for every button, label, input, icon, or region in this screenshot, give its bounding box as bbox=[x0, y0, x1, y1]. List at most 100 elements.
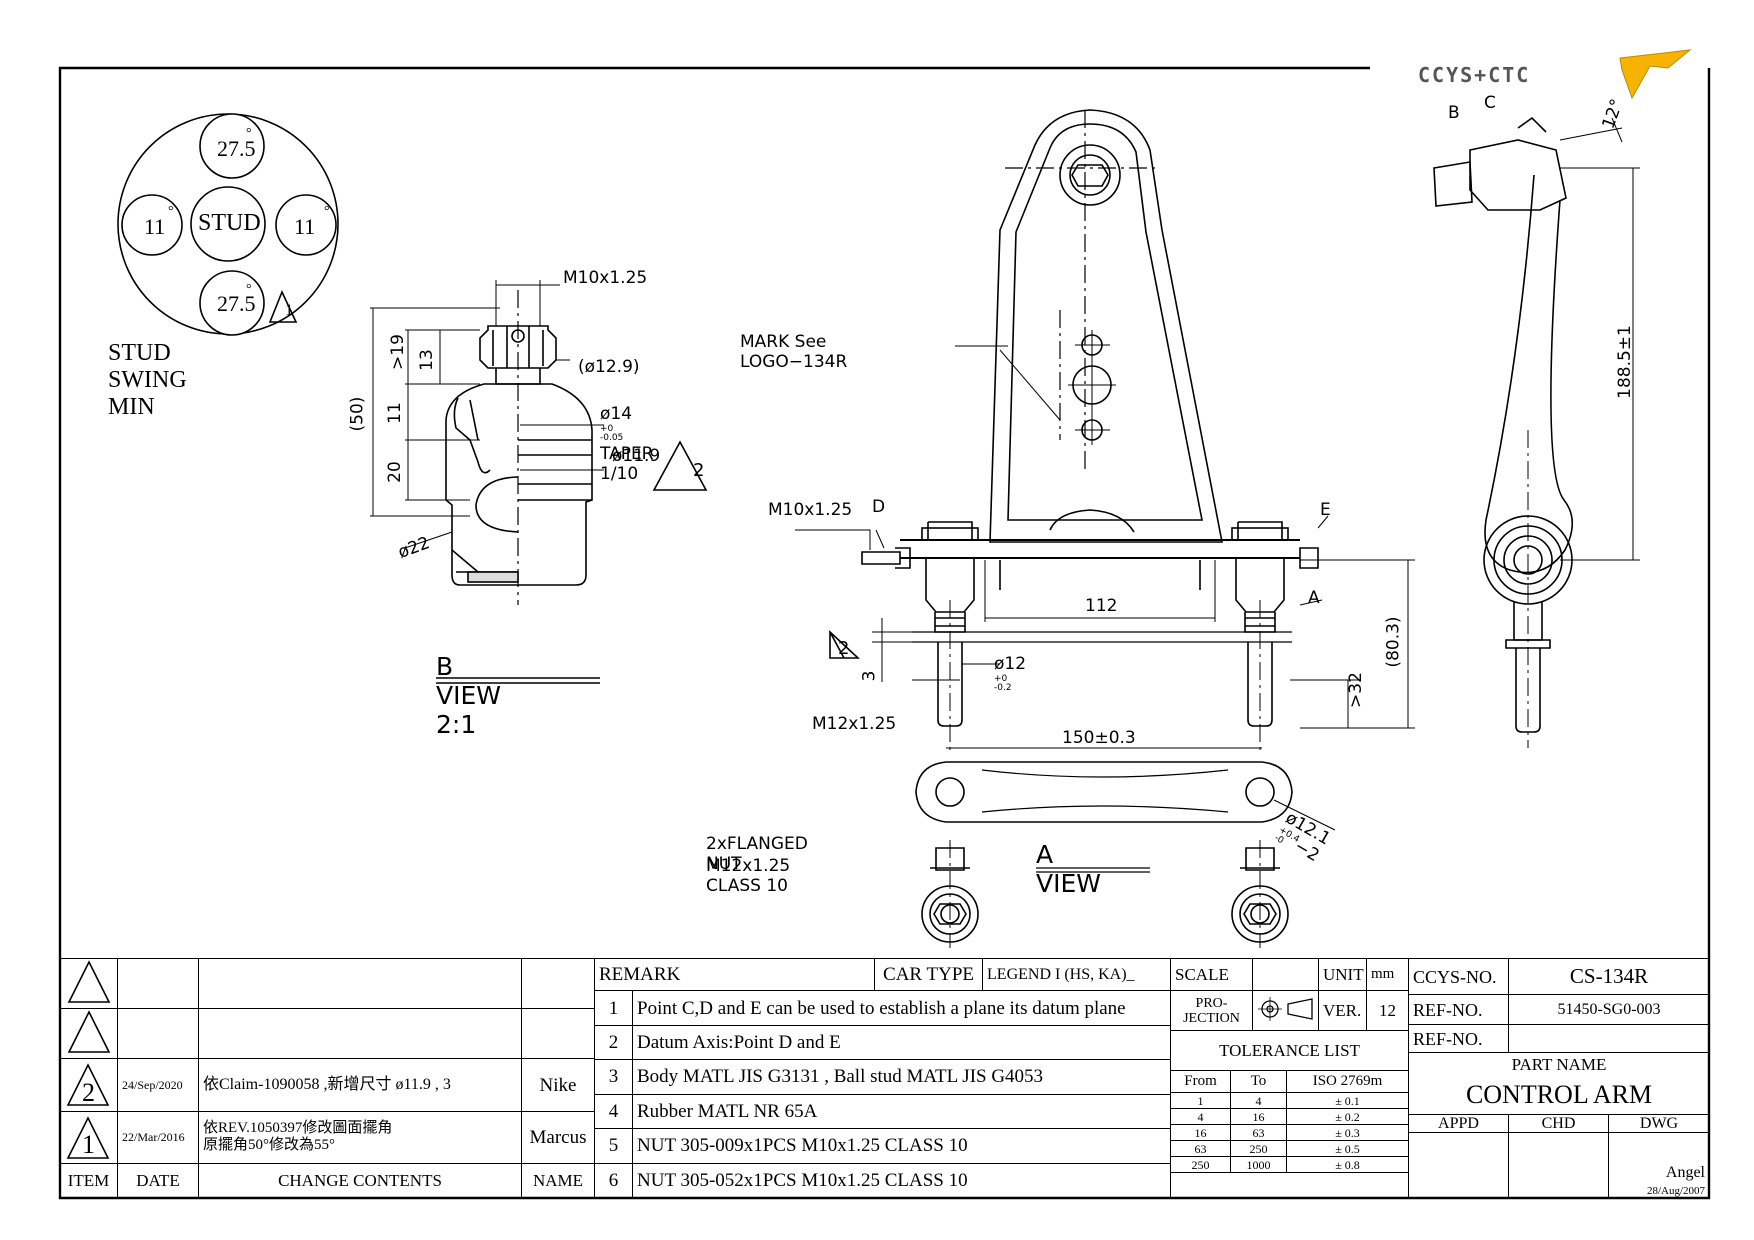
chd-value bbox=[1508, 1132, 1609, 1199]
bview-title: B VIEW 2:1 bbox=[436, 652, 501, 739]
front-nut-label1: 2xFLANGED NUT bbox=[706, 834, 808, 874]
remark-text: Point C,D and E can be used to establish… bbox=[631, 990, 1172, 1026]
sheet-border bbox=[58, 66, 1711, 1200]
ref-no-label: REF-NO. bbox=[1408, 994, 1509, 1025]
tol-head-iso: ISO 2769m bbox=[1285, 1070, 1410, 1093]
revision-row: 1 22/Mar/2016 依REV.1050397修改圖面擺角原擺角50°修改… bbox=[59, 1110, 595, 1164]
dwg-date: 28/Aug/2007 bbox=[1646, 1184, 1705, 1197]
part-name-label: PART NAME bbox=[1408, 1052, 1710, 1077]
revision-item-cell: 1 bbox=[59, 1110, 118, 1164]
tol-from: 63 bbox=[1170, 1140, 1231, 1157]
appd-label: APPD bbox=[1408, 1114, 1509, 1133]
remark-no: 5 bbox=[594, 1128, 633, 1164]
revision-contents bbox=[198, 957, 522, 1010]
tol-from: 1 bbox=[1170, 1092, 1231, 1109]
front-view-drawing bbox=[795, 109, 1415, 948]
a-view-title: A VIEW bbox=[1036, 840, 1101, 898]
swing-deg-4: ° bbox=[324, 204, 330, 219]
remark-text: Body MATL JIS G3131 , Ball stud MATL JIS… bbox=[631, 1059, 1172, 1095]
remark-text: NUT 305-009x1PCS M10x1.25 CLASS 10 bbox=[631, 1128, 1172, 1164]
tol-to: 63 bbox=[1230, 1124, 1287, 1141]
swing-deg-3: ° bbox=[168, 204, 174, 219]
bview-taper: ø14+0-0.05 TAPER 1/10 bbox=[600, 404, 654, 484]
revision-date bbox=[117, 1008, 199, 1060]
bview-taper-tol-up: +0 bbox=[600, 424, 614, 434]
remark-no: 4 bbox=[594, 1093, 633, 1130]
part-name-value: CONTROL ARM bbox=[1408, 1076, 1710, 1115]
tol-to: 250 bbox=[1230, 1140, 1287, 1157]
side-point-b: B bbox=[1448, 103, 1460, 123]
tol-from: 250 bbox=[1170, 1156, 1231, 1173]
ver-value: 12 bbox=[1366, 990, 1409, 1031]
revision-item: 1 bbox=[82, 1130, 95, 1160]
chd-label: CHD bbox=[1508, 1114, 1609, 1133]
revision-date bbox=[117, 957, 199, 1010]
ver-label: VER. bbox=[1318, 990, 1367, 1031]
projection-symbol-cell bbox=[1252, 990, 1319, 1031]
front-w150: 150±0.3 bbox=[1062, 728, 1136, 748]
front-point-d: D bbox=[872, 497, 886, 517]
logo-text: CCYS+CTC bbox=[1418, 63, 1530, 87]
dwg-value: Angel 28/Aug/2007 bbox=[1608, 1132, 1710, 1199]
tol-value: ± 0.3 bbox=[1285, 1124, 1410, 1141]
projection-line1: PRO- bbox=[1195, 995, 1228, 1011]
front-t3: 3 bbox=[859, 670, 880, 682]
tol-value: ± 0.8 bbox=[1285, 1156, 1410, 1173]
remark-no: 3 bbox=[594, 1059, 633, 1095]
revision-contents-line1: 依REV.1050397修改圖面擺角 bbox=[203, 1120, 393, 1137]
dwg-label: DWG bbox=[1608, 1114, 1710, 1133]
swing-top-value: 27.5 bbox=[217, 136, 256, 161]
remark-no: 2 bbox=[594, 1024, 633, 1061]
front-d12-tol-up: +0 bbox=[994, 674, 1008, 684]
revision-name: Nike bbox=[521, 1058, 595, 1112]
revision-name bbox=[521, 957, 595, 1010]
revision-contents: 依REV.1050397修改圖面擺角原擺角50°修改為55° bbox=[198, 1110, 522, 1164]
scale-label: SCALE bbox=[1170, 958, 1253, 991]
stud-swing-diagram bbox=[117, 113, 339, 336]
bview-taper-d: ø14 bbox=[600, 404, 633, 424]
swing-bottom-value: 27.5 bbox=[217, 291, 256, 316]
swing-center-label: STUD bbox=[198, 210, 261, 236]
revision-row bbox=[59, 957, 595, 1010]
scale-table: SCALE UNIT mm PRO-JECTION VER. 12 bbox=[1170, 958, 1409, 1031]
front-d12-tol-dn: -0.2 bbox=[994, 683, 1012, 693]
remark-header-row: REMARK CAR TYPE LEGEND I (HS, KA)_ bbox=[593, 957, 1172, 992]
tol-value: ± 0.5 bbox=[1285, 1140, 1410, 1157]
scale-block: SCALE UNIT mm PRO-JECTION VER. 12 TOLERA… bbox=[1169, 958, 1410, 1198]
revision-item-cell bbox=[59, 1008, 118, 1060]
revision-header-item: ITEM bbox=[59, 1162, 118, 1199]
swing-left-value: 11 bbox=[144, 214, 166, 239]
revision-contents bbox=[198, 1008, 522, 1060]
remark-text: NUT 305-052x1PCS M10x1.25 CLASS 10 bbox=[631, 1162, 1172, 1199]
swing-deg-2: ° bbox=[246, 282, 252, 297]
tol-head-from: From bbox=[1170, 1070, 1231, 1093]
tol-to: 1000 bbox=[1230, 1156, 1287, 1173]
bview-d119: ø11.9 bbox=[612, 446, 661, 466]
front-point-e: E bbox=[1320, 500, 1331, 520]
third-angle-projection-icon bbox=[1257, 996, 1313, 1021]
part-block: CCYS-NO. CS-134R REF-NO. 51450-SG0-003 R… bbox=[1408, 958, 1710, 1199]
bview-taper-tol-dn: -0.05 bbox=[600, 433, 624, 443]
ref-no-value: 51450-SG0-003 bbox=[1508, 994, 1710, 1025]
remark-no: 6 bbox=[594, 1162, 633, 1199]
revision-header-contents: CHANGE CONTENTS bbox=[198, 1162, 522, 1199]
swing-title: STUD SWING MIN bbox=[108, 340, 187, 420]
tol-to: 16 bbox=[1230, 1108, 1287, 1125]
remark-text: Rubber MATL NR 65A bbox=[631, 1093, 1172, 1130]
bview-h11: 11 bbox=[384, 402, 405, 424]
bview-h50: (50) bbox=[347, 396, 368, 432]
tol-from: 4 bbox=[1170, 1108, 1231, 1125]
tol-value: ± 0.1 bbox=[1285, 1092, 1410, 1109]
front-d12-value: ø12 bbox=[994, 654, 1027, 674]
bview-thread: M10x1.25 bbox=[563, 268, 648, 288]
revision-name bbox=[521, 1008, 595, 1060]
revision-header-date: DATE bbox=[117, 1162, 199, 1199]
front-nut-label2: M12x1.25 CLASS 10 bbox=[706, 856, 791, 896]
